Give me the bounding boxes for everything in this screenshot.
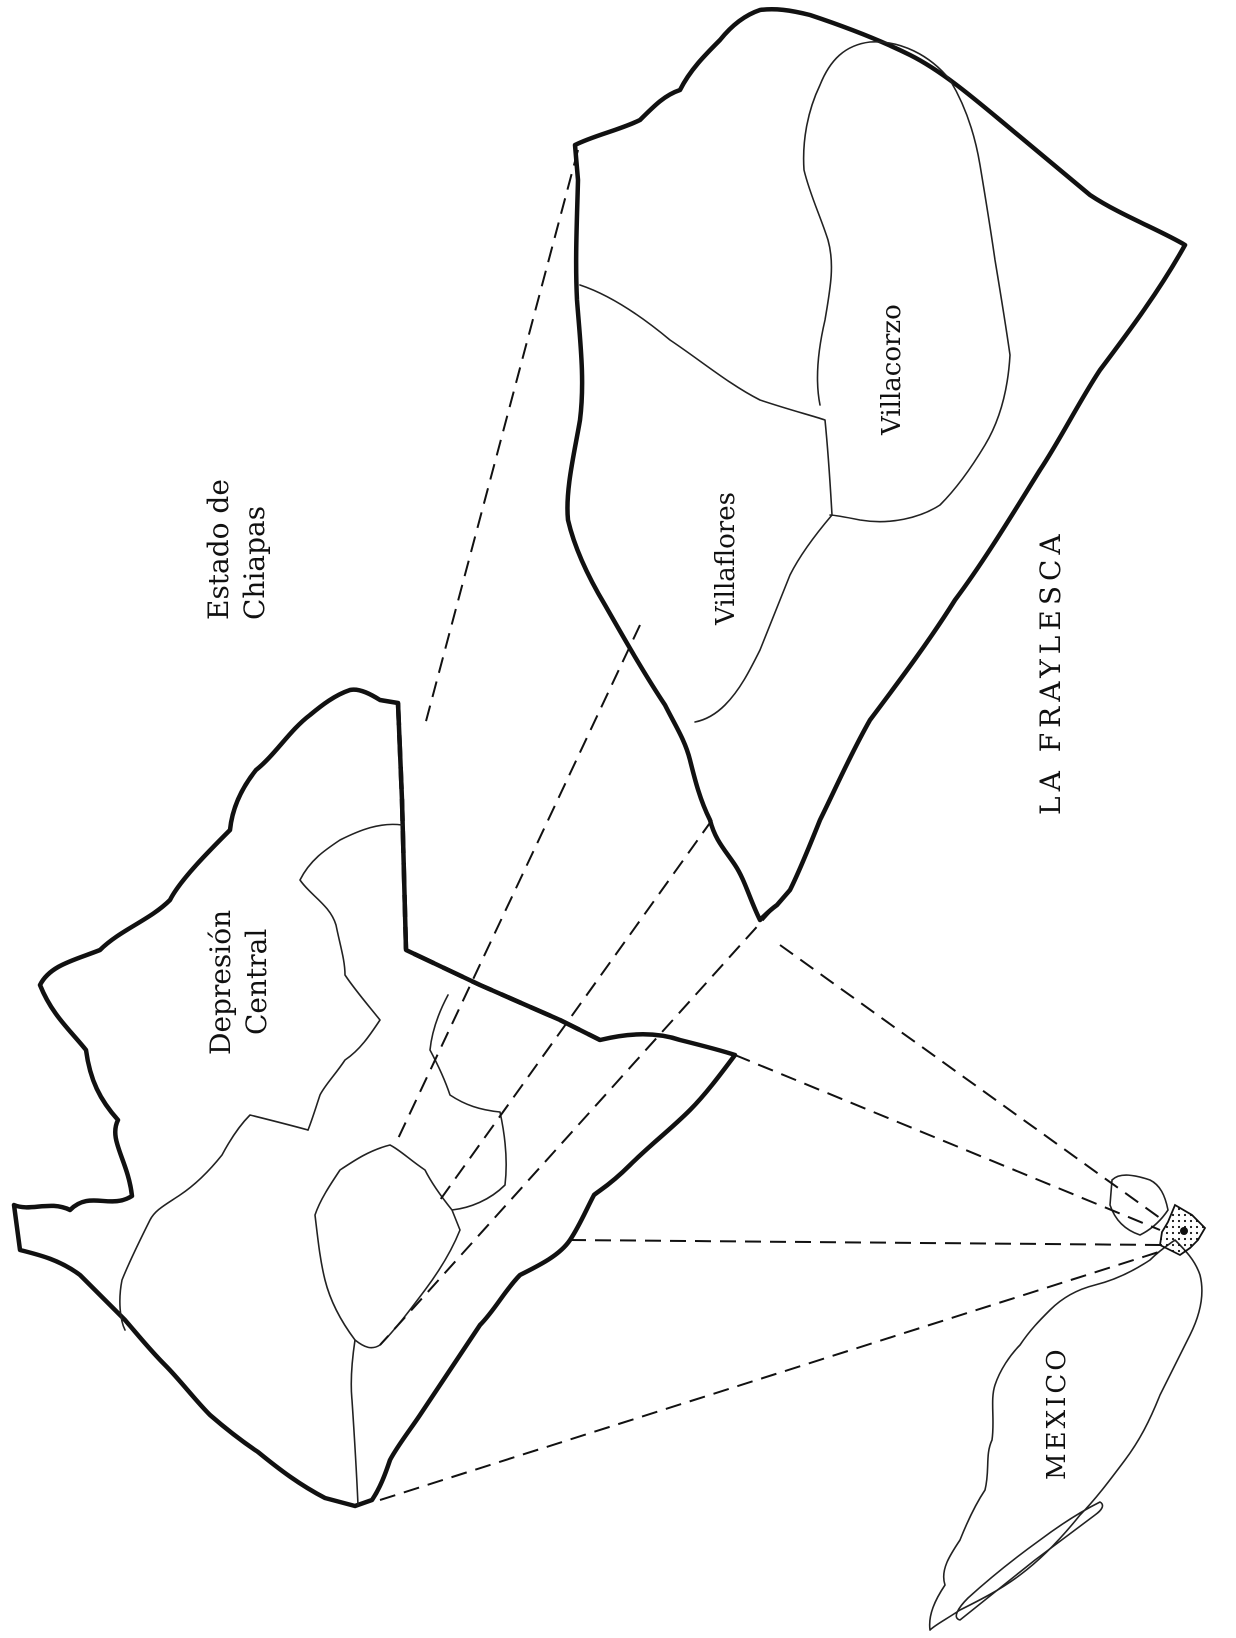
- mexico-map: [928, 1174, 1207, 1631]
- baja-california: [955, 1501, 1104, 1621]
- mexico-label: MEXICO: [1042, 1346, 1072, 1480]
- chiapas-state-map: [11, 687, 738, 1509]
- frailesca-label: LA FRAYLESCA: [1034, 529, 1067, 815]
- region-label-line1: Depresión: [204, 910, 237, 1055]
- region-boundary: [299, 823, 403, 1131]
- state-label-line1: Estado de: [202, 479, 235, 620]
- region-boundary: [314, 994, 507, 1349]
- frailesca-region-map: [565, 6, 1188, 923]
- region-boundary: [119, 1114, 309, 1331]
- projection-lines: [379, 149, 1166, 1501]
- villaflores-label: Villaflores: [711, 492, 741, 626]
- frailesca-region-boundary: [395, 702, 602, 1043]
- mexico-outline: [928, 1239, 1203, 1631]
- state-label-line2: Chiapas: [238, 506, 271, 620]
- yucatan-peninsula: [1109, 1174, 1169, 1236]
- chiapas-location-dot: [1180, 1227, 1188, 1235]
- villacorzo-boundary: [802, 41, 1011, 523]
- region-boundary: [350, 1339, 359, 1506]
- chiapas-outline: [11, 687, 738, 1509]
- frailesca-outline: [565, 6, 1188, 923]
- region-label-line2: Central: [240, 929, 273, 1035]
- villacorzo-label: Villacorzo: [877, 304, 907, 436]
- villaflores-boundary: [579, 284, 833, 723]
